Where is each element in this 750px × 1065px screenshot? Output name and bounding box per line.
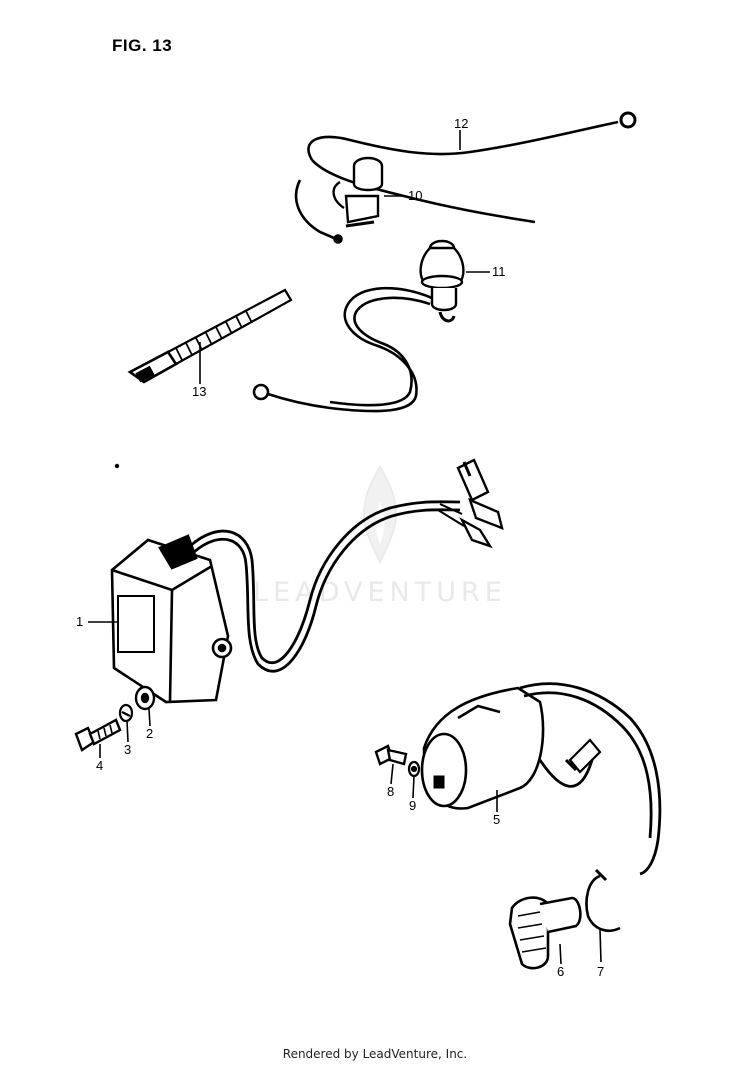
part-5-ignition-coil [420, 686, 545, 810]
part-11-switch [419, 239, 465, 323]
part-2-washer [134, 685, 156, 711]
part-8-bolt [374, 744, 408, 766]
callout-numbers: 12 10 11 13 1 2 3 4 8 9 5 6 7 [76, 116, 604, 979]
part-5-coil-terminal [564, 738, 602, 774]
part-6-spark-plug-cap [508, 896, 582, 970]
footer-credit: Rendered by LeadVenture, Inc. [282, 1047, 468, 1061]
watermark-logo-icon [362, 465, 398, 565]
stray-dot [114, 463, 120, 469]
part-13-cable-tie [127, 288, 293, 384]
callout-9: 9 [409, 798, 416, 813]
callout-11: 11 [492, 264, 506, 279]
part-9-washer [407, 760, 421, 778]
leader-lines [88, 130, 602, 965]
part-10-switch [332, 156, 384, 228]
part-5-coil-lead [519, 682, 662, 876]
callout-1: 1 [76, 614, 83, 629]
part-4-bolt [74, 718, 122, 752]
part-11-wire-harness [252, 286, 433, 413]
callout-6: 6 [557, 964, 564, 979]
part-1-cdi-lead [189, 500, 461, 673]
part-12-ground-wire [294, 111, 637, 244]
part-1-connectors [437, 458, 504, 549]
callout-5: 5 [493, 812, 500, 827]
watermark-text: LEADVENTURE [253, 577, 507, 608]
callout-10: 10 [408, 188, 422, 203]
part-1-cdi-unit [110, 534, 233, 704]
callout-7: 7 [597, 964, 604, 979]
part-3-lock-washer [118, 703, 134, 723]
callout-4: 4 [96, 758, 103, 773]
part-7-clip [585, 868, 621, 932]
callout-13: 13 [192, 384, 206, 399]
callout-2: 2 [146, 726, 153, 741]
callout-3: 3 [124, 742, 131, 757]
callout-8: 8 [387, 784, 394, 799]
callout-12: 12 [454, 116, 468, 131]
figure-title: FIG. 13 [112, 36, 173, 55]
